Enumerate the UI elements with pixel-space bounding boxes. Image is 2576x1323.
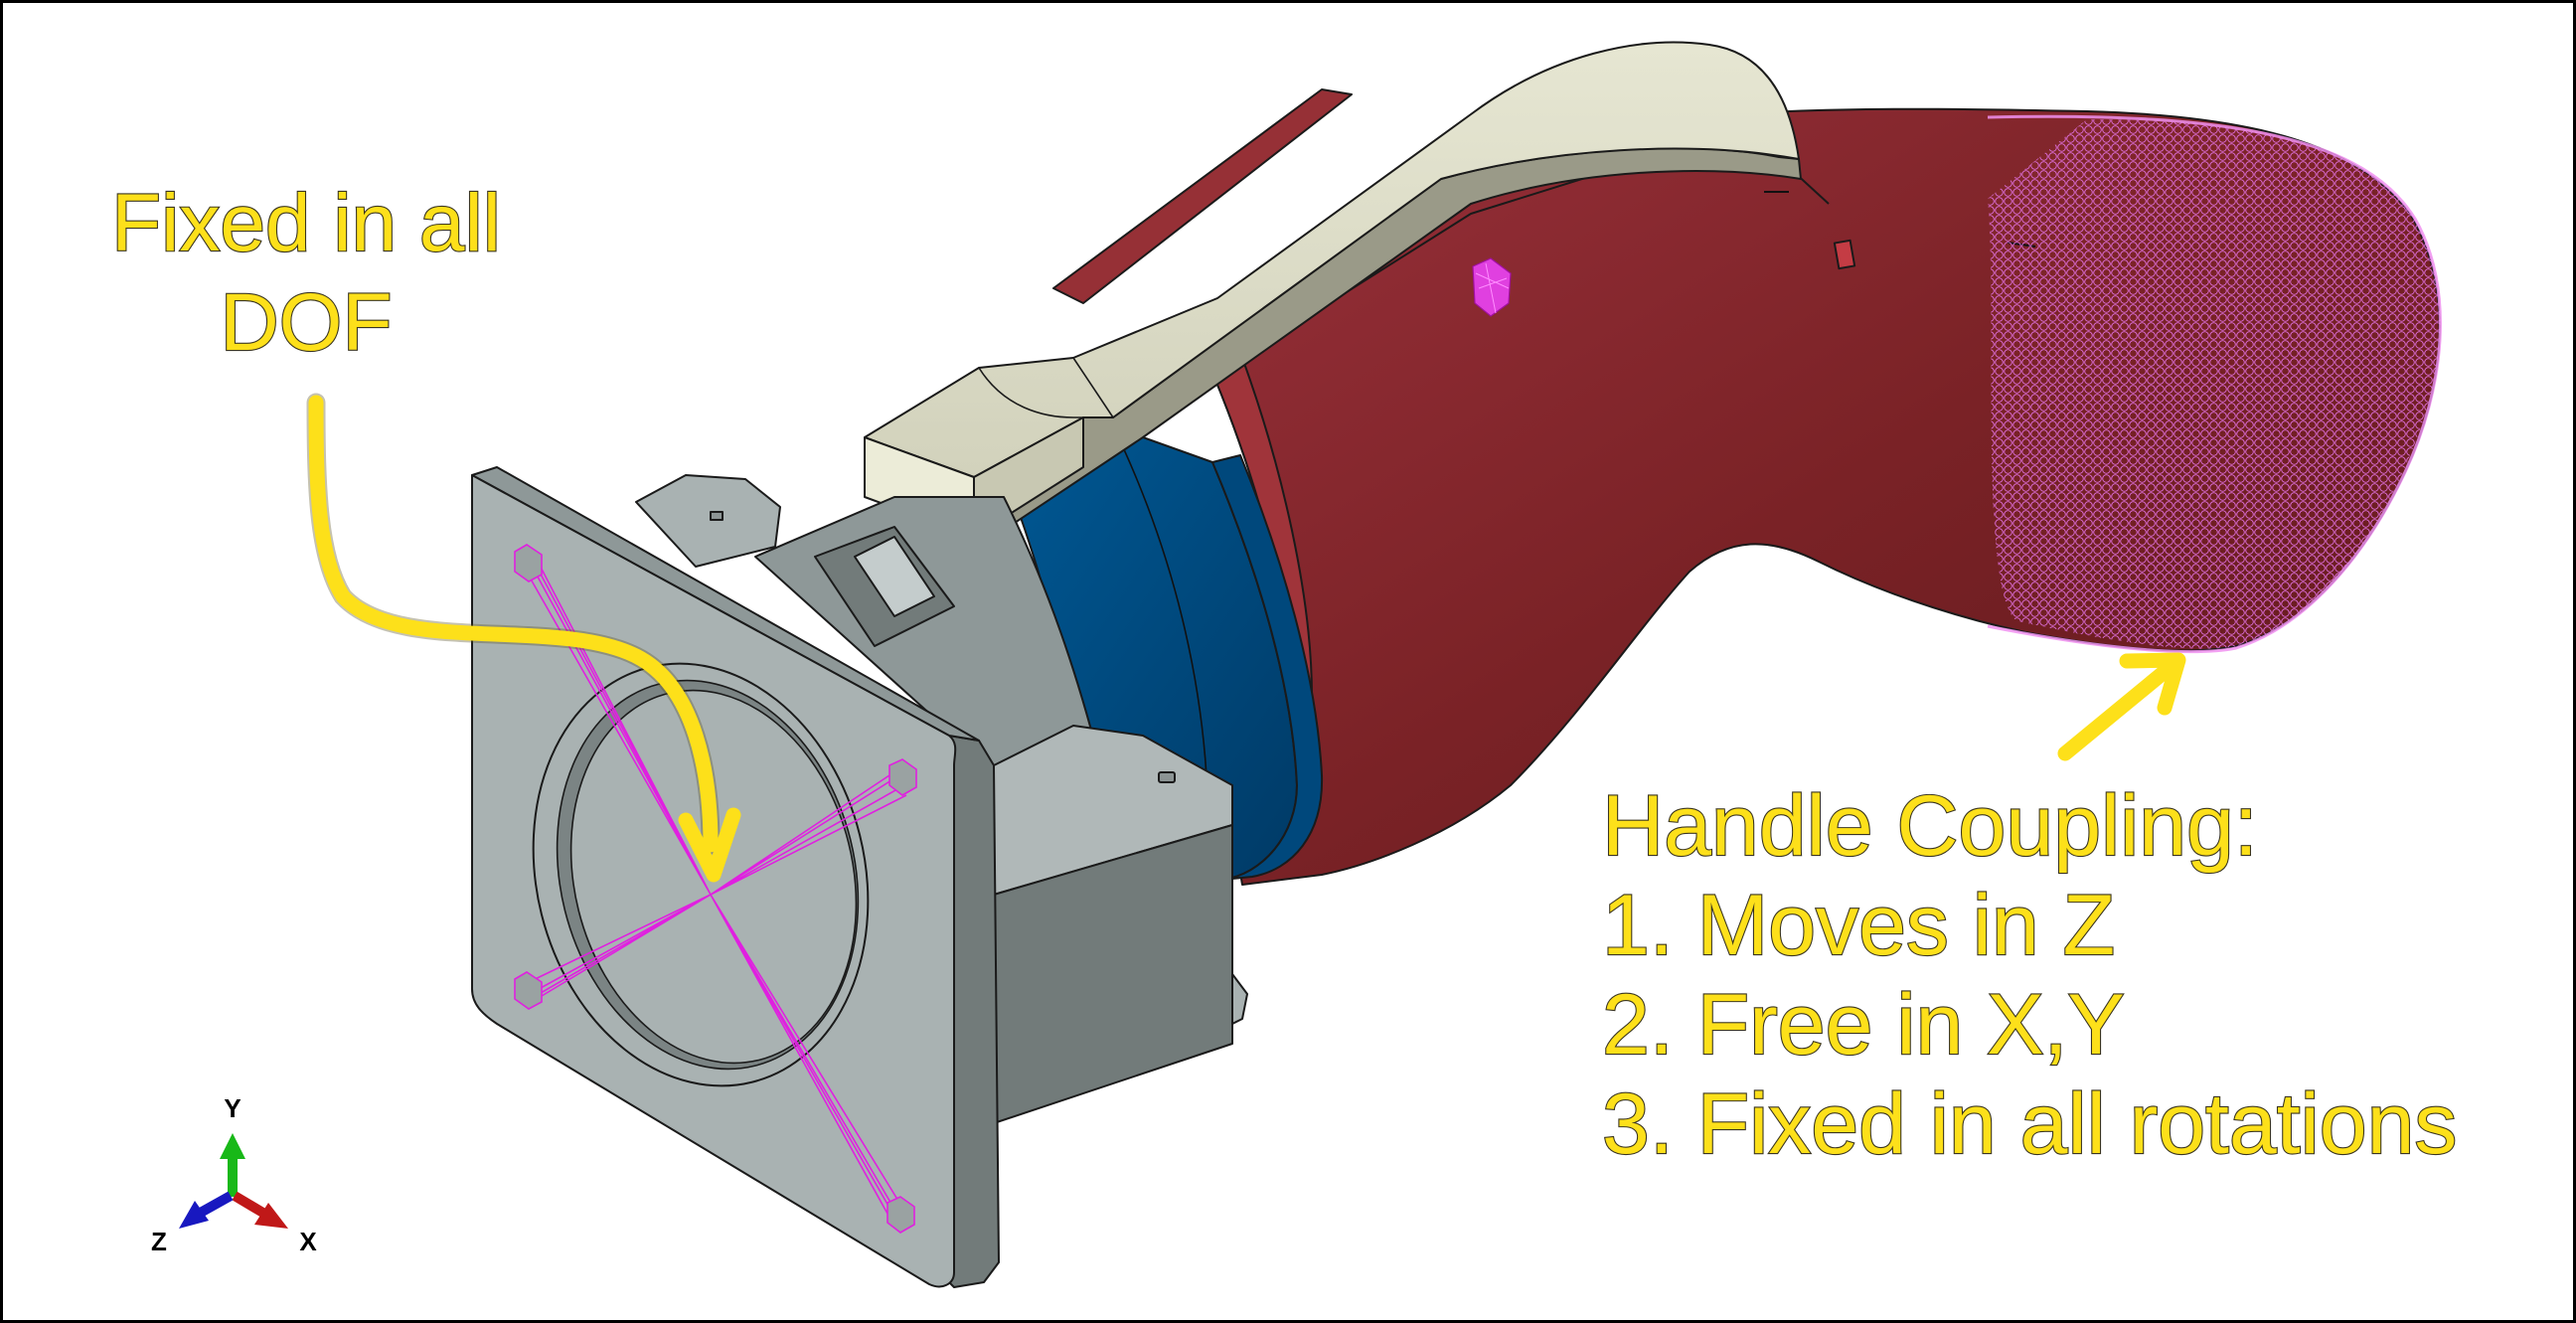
z-axis-arrow <box>179 1191 234 1229</box>
handle-coupling-point <box>1472 257 1512 317</box>
handle-coupling-item-1: 1. Moves in Z <box>1602 878 2115 973</box>
mount-body <box>635 474 1248 1124</box>
fixed-label-line1: Fixed in all <box>111 178 501 268</box>
red-shell <box>1052 88 2442 886</box>
x-axis-label: X <box>299 1227 317 1256</box>
fixed-annotation: Fixed in all DOF <box>110 177 502 369</box>
y-axis-arrow <box>220 1133 245 1197</box>
axis-triad: Y X Z <box>151 1093 317 1256</box>
fixed-label-line2: DOF <box>220 277 392 368</box>
handle-coupling-item-3: 3. Fixed in all rotations <box>1602 1076 2457 1172</box>
x-axis-arrow <box>232 1191 288 1229</box>
handle-coupling-title: Handle Coupling: <box>1602 778 2258 874</box>
coupling-arrow <box>2057 652 2186 761</box>
fixed-arrow <box>306 393 741 883</box>
fixed-constraint-spider <box>514 544 917 1234</box>
z-axis-label: Z <box>151 1227 167 1256</box>
handle-coupling-item-2: 2. Free in X,Y <box>1602 977 2125 1073</box>
blue-ring <box>1003 436 1324 886</box>
handle-coupling-annotation: Handle Coupling: 1. Moves in Z 2. Free i… <box>1601 777 2459 1173</box>
y-axis-label: Y <box>224 1093 241 1123</box>
